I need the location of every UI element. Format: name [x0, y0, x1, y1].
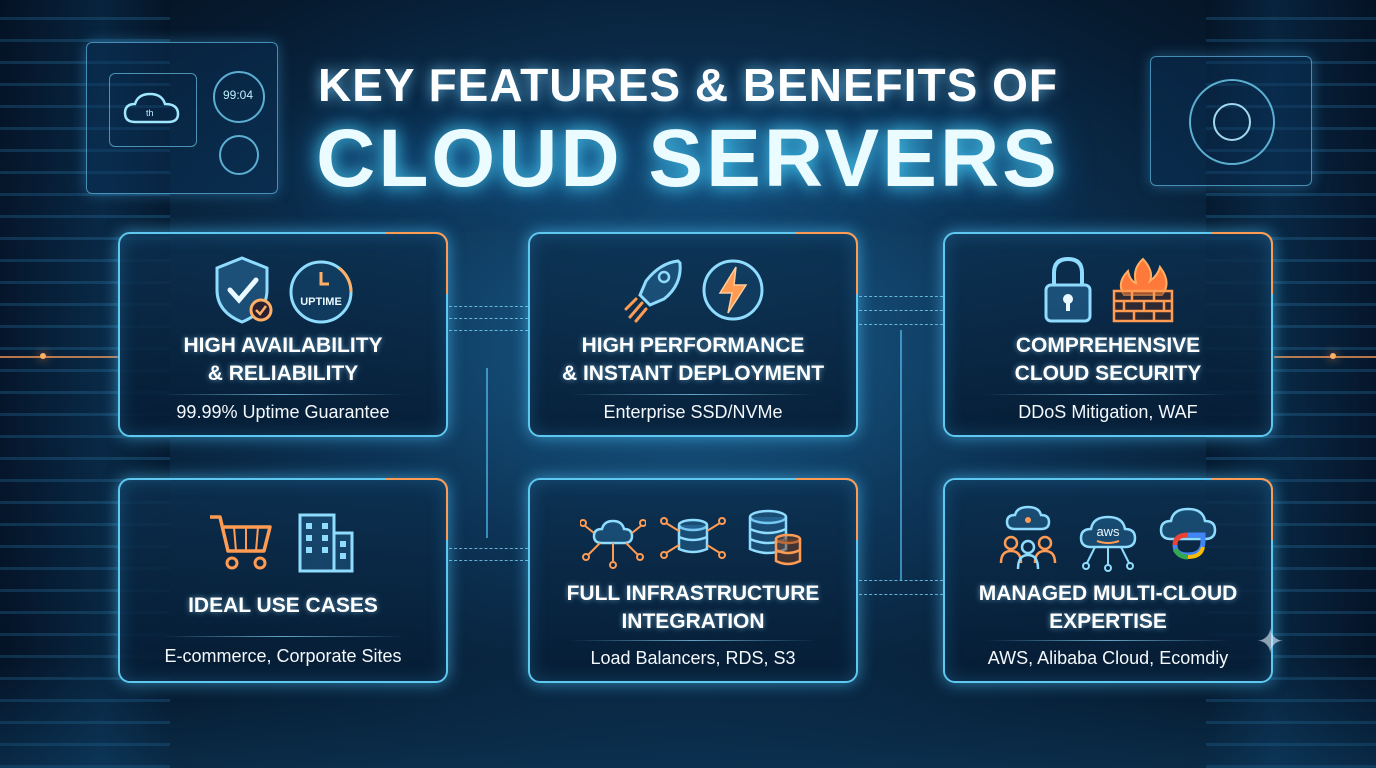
card-heading-line1: COMPREHENSIVE — [1015, 334, 1201, 357]
card-heading-line2: CLOUD SECURITY — [1014, 362, 1202, 385]
card-divider — [160, 394, 406, 395]
card-heading-line1: HIGH AVAILABILITY — [183, 334, 383, 357]
sparkle-icon: ✦ — [1256, 623, 1285, 661]
hud-panel-left: th 99:04 — [86, 42, 278, 194]
card-detail: Enterprise SSD/NVMe — [603, 402, 783, 422]
card-heading-line2: INTEGRATION — [621, 610, 765, 633]
vertical-connector — [486, 368, 488, 538]
connector — [859, 594, 943, 595]
card-heading-line2: EXPERTISE — [1049, 610, 1167, 633]
card-heading: HIGH PERFORMANCE & INSTANT DEPLOYMENT — [540, 332, 846, 388]
connector — [449, 306, 528, 307]
rocket-icon — [620, 255, 686, 330]
feature-card-integration: FULL INFRASTRUCTURE INTEGRATION Load Bal… — [528, 478, 858, 683]
card-detail: Load Balancers, RDS, S3 — [590, 648, 796, 668]
radar-ring — [1189, 79, 1275, 165]
padlock-icon — [1040, 255, 1096, 330]
radar-inner-ring — [1213, 103, 1251, 141]
clock-ring — [213, 71, 265, 123]
connector — [449, 318, 528, 319]
page-title-main: CLOUD SERVERS — [316, 113, 1060, 204]
uptime-label: UPTIME — [300, 296, 342, 308]
card-divider — [570, 394, 816, 395]
glow-dot — [1330, 353, 1336, 359]
connector — [859, 324, 943, 325]
feature-card-multicloud: aws MANAGED MULTI-CLOUD EXPERTISE AWS, A… — [943, 478, 1273, 683]
card-divider — [570, 640, 816, 641]
office-building-icon — [290, 509, 360, 580]
connector — [449, 548, 528, 549]
database-stack-icon — [740, 505, 806, 576]
connector — [449, 560, 528, 561]
card-heading: FULL INFRASTRUCTURE INTEGRATION — [540, 580, 846, 636]
card-heading: COMPREHENSIVE CLOUD SECURITY — [955, 332, 1261, 388]
card-heading: MANAGED MULTI-CLOUD EXPERTISE — [955, 580, 1261, 636]
aws-cloud-icon: aws — [1075, 507, 1141, 573]
hud-panel-right — [1150, 56, 1312, 186]
shield-check-icon — [211, 254, 273, 331]
cloud-icon: th — [109, 73, 197, 147]
card-heading-line1: FULL INFRASTRUCTURE — [566, 582, 820, 605]
aws-label: aws — [1096, 524, 1120, 539]
vertical-connector — [900, 330, 902, 580]
feature-card-performance: HIGH PERFORMANCE & INSTANT DEPLOYMENT En… — [528, 232, 858, 437]
connector — [859, 296, 943, 297]
card-detail: AWS, Alibaba Cloud, Ecomdiy — [987, 648, 1229, 668]
connector — [449, 330, 528, 331]
cloud-network-icon — [579, 505, 647, 576]
page-title: KEY FEATURES & BENEFITS OF — [318, 59, 1058, 111]
database-ring-icon — [219, 135, 259, 175]
card-detail: 99.99% Uptime Guarantee — [176, 402, 390, 422]
database-network-icon — [660, 505, 726, 576]
card-detail: E-commerce, Corporate Sites — [164, 646, 402, 666]
feature-card-availability: UPTIME HIGH AVAILABILITY & RELIABILITY 9… — [118, 232, 448, 437]
google-cloud-icon — [1155, 505, 1221, 576]
connector — [0, 356, 118, 358]
connector — [859, 310, 943, 311]
card-heading: IDEAL USE CASES — [188, 594, 378, 617]
card-detail: DDoS Mitigation, WAF — [1018, 402, 1198, 422]
card-divider — [985, 394, 1231, 395]
feature-card-security: COMPREHENSIVE CLOUD SECURITY DDoS Mitiga… — [943, 232, 1273, 437]
card-heading-line1: MANAGED MULTI-CLOUD — [978, 582, 1238, 605]
glow-dot — [40, 353, 46, 359]
card-heading: HIGH AVAILABILITY & RELIABILITY — [130, 332, 436, 388]
team-cloud-icon — [995, 505, 1061, 576]
uptime-clock-icon: UPTIME — [287, 258, 355, 326]
shopping-cart-icon — [206, 509, 276, 580]
firewall-icon — [1110, 255, 1176, 330]
card-divider — [160, 636, 406, 637]
cloud-label: th — [146, 108, 154, 118]
connector — [1274, 356, 1376, 358]
card-heading-line2: & INSTANT DEPLOYMENT — [561, 362, 825, 385]
card-heading-line2: & RELIABILITY — [207, 362, 359, 385]
feature-card-use-cases: IDEAL USE CASES E-commerce, Corporate Si… — [118, 478, 448, 683]
lightning-bolt-icon — [700, 257, 766, 328]
connector — [859, 580, 943, 581]
card-heading-line1: HIGH PERFORMANCE — [581, 334, 805, 357]
card-divider — [985, 640, 1231, 641]
clock-readout: 99:04 — [223, 88, 254, 102]
